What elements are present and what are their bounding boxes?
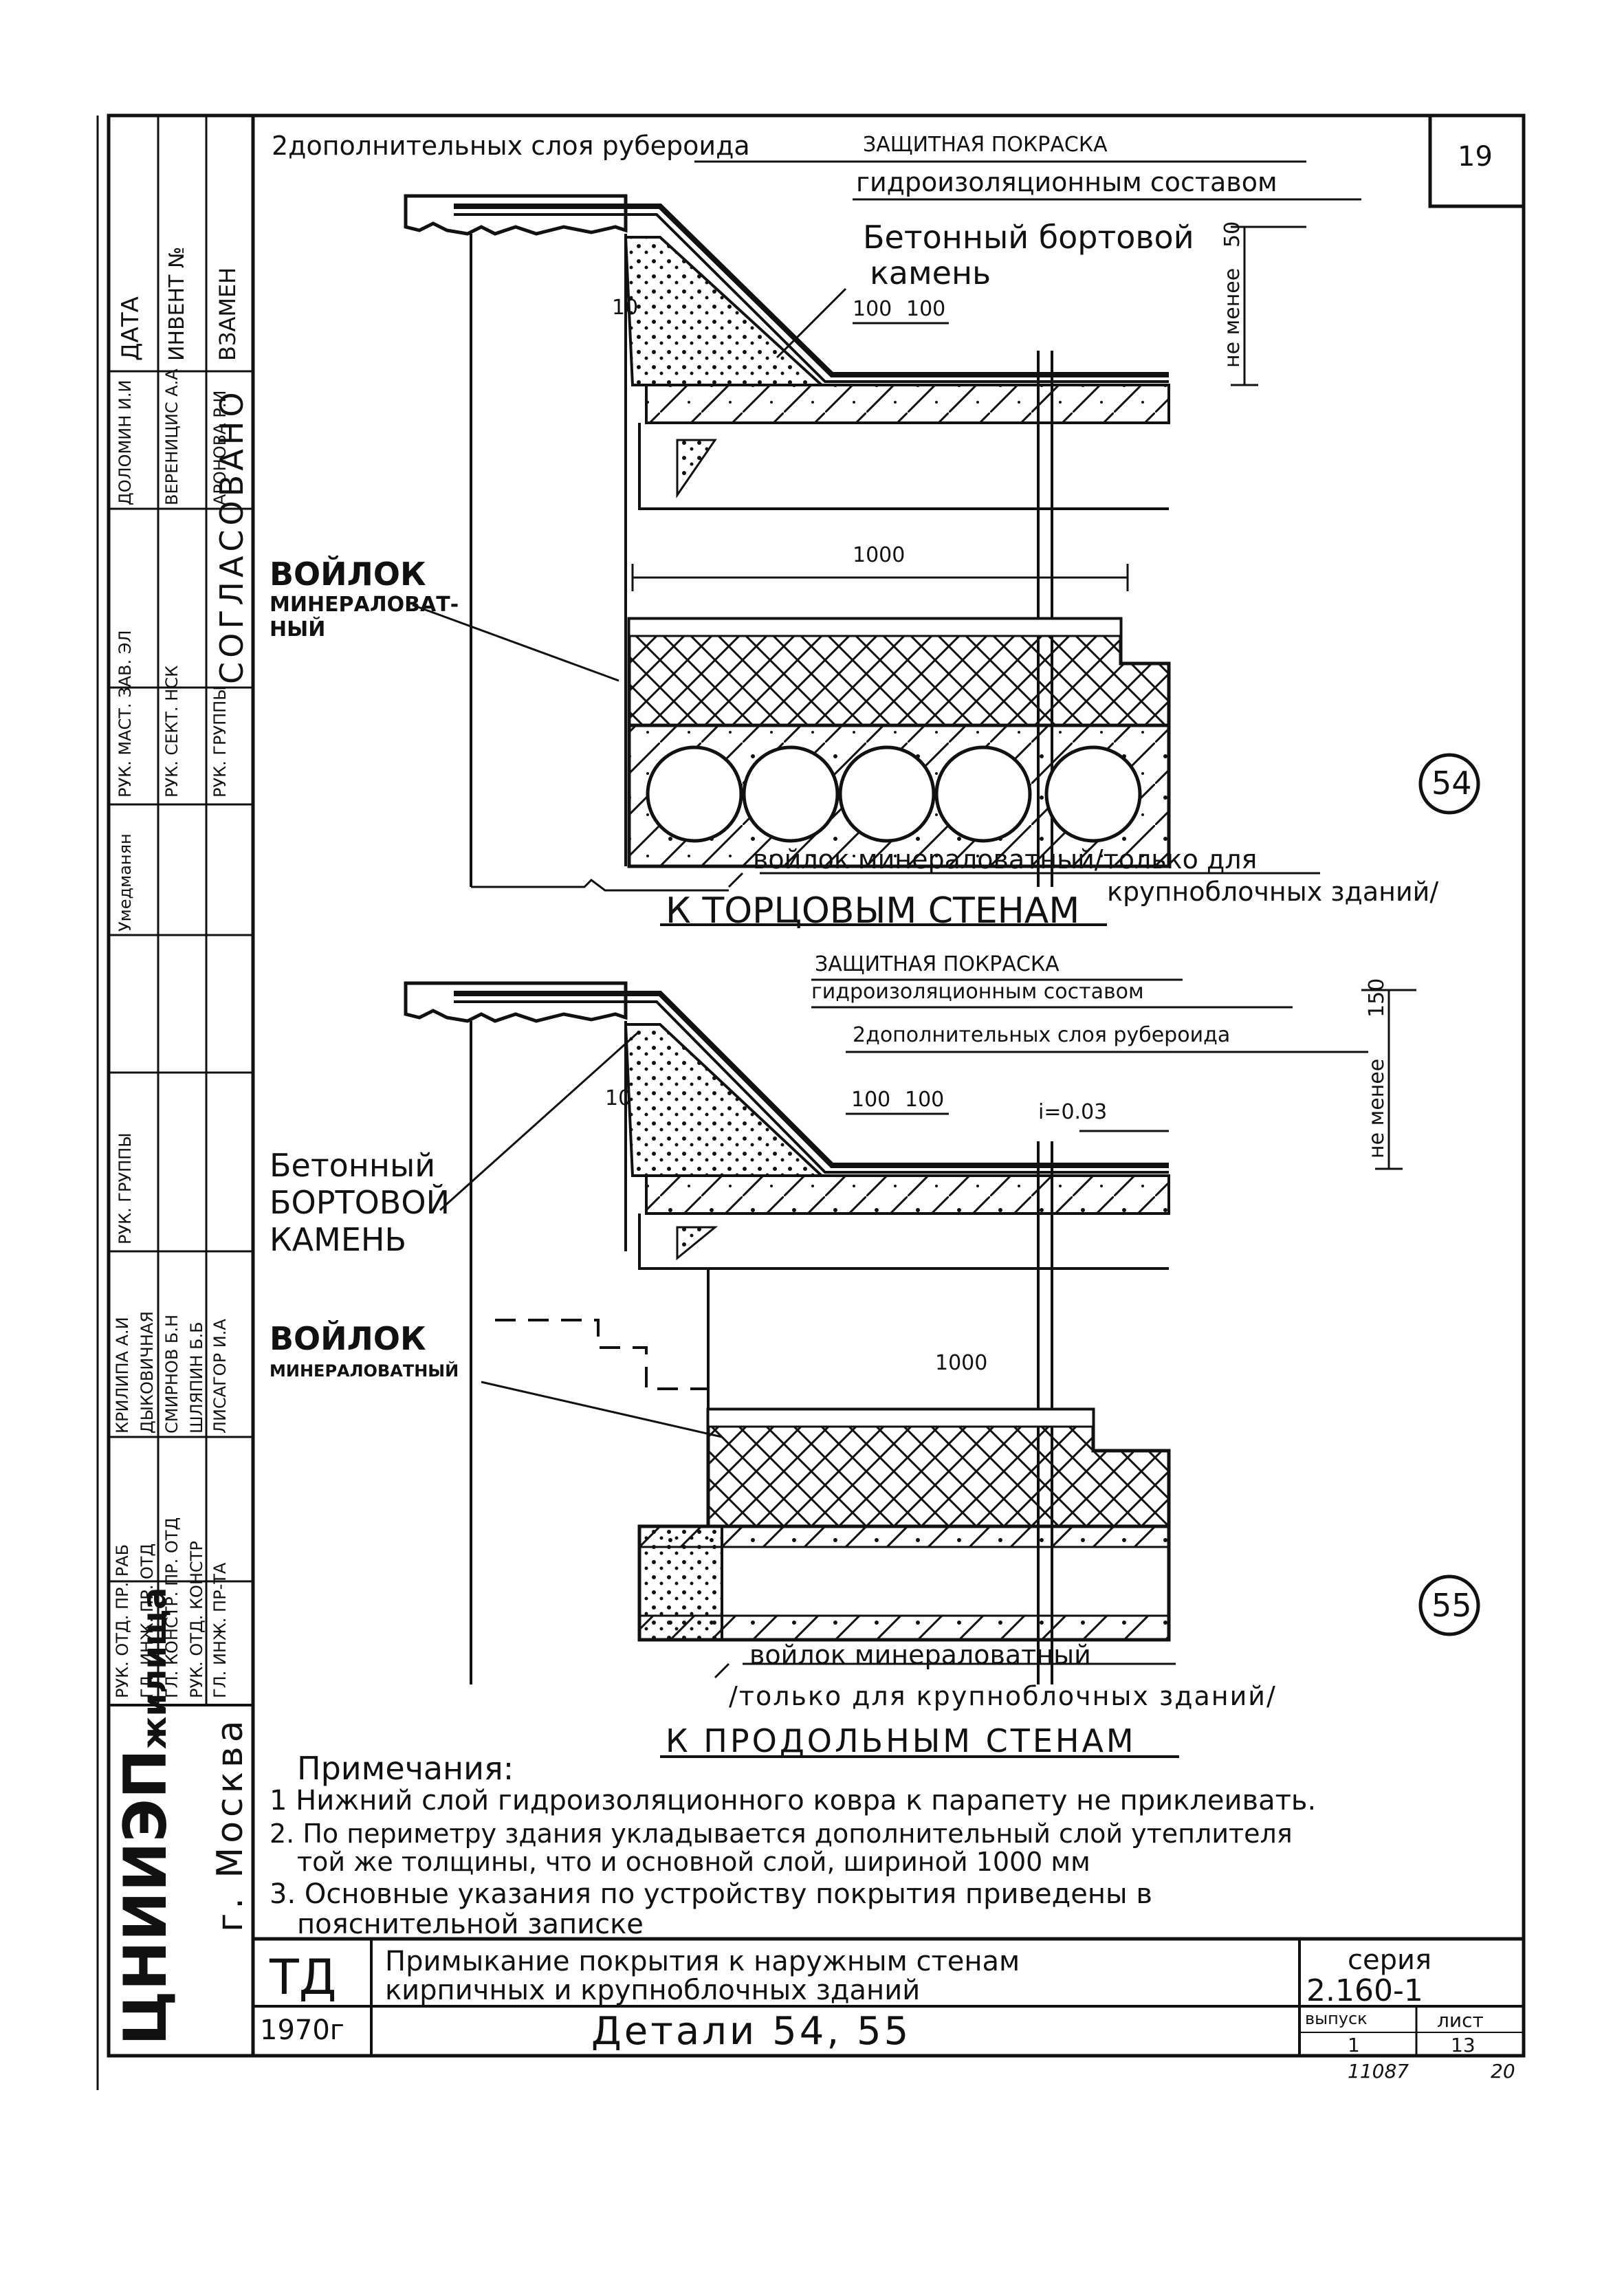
role-top-2: РУК. СЕКТ. НСК: [162, 665, 182, 798]
d54-stone-label-1: Бетонный бортовой: [863, 219, 1194, 256]
note-3: 3. Основные указания по устройству покры…: [270, 1878, 1152, 1910]
note-3-cont: пояснительной записке: [297, 1909, 644, 1940]
role-bottom-3: ГЛ. КОНСТР. ПР. ОТД: [162, 1517, 182, 1698]
archive-suffix: 20: [1491, 2060, 1515, 2083]
d54-bottom-felt-2: крупноблочных зданий/: [1107, 877, 1439, 907]
col-replace: ВЗАМЕН: [215, 267, 241, 361]
detail-54-circle: [1418, 753, 1480, 815]
name-top-2: ВЕРЕНИЦИС А.А: [162, 369, 182, 505]
d55-stone-label-3: КАМЕНЬ: [270, 1221, 407, 1258]
mid-name: Умедманян: [116, 833, 135, 932]
series-label: серия: [1348, 1944, 1432, 1976]
details-subtitle: Детали 54, 55: [591, 2009, 912, 2054]
d54-paint-label-2: гидроизоляционным составом: [856, 167, 1277, 197]
series-value: 2.160-1: [1306, 1973, 1423, 2008]
d55-note-min: не менее: [1365, 1058, 1389, 1159]
d54-ruberoid-label: 2дополнительных слоя рубероида: [272, 131, 750, 161]
d55-dim-100a: 100: [851, 1088, 891, 1112]
title-line-2: кирпичных и крупноблочных зданий: [385, 1975, 921, 2006]
col-invent: ИНВЕНТ №: [165, 246, 189, 361]
role-group: РУК. ГРУППЫ: [116, 1132, 135, 1244]
d55-bottom-felt-2: /только для крупноблочных зданий/: [729, 1681, 1277, 1711]
role-bottom-2: ГЛ. ИНЖ. ПР. ОТД: [138, 1543, 157, 1698]
sheet-frame: [107, 113, 1526, 2058]
title-line-1: Примыкание покрытия к наружным стенам: [385, 1946, 1020, 1977]
detail-55-circle: [1418, 1574, 1480, 1636]
d55-slope: i=0.03: [1038, 1100, 1108, 1124]
d55-felt-label-2: МИНЕРАЛОВАТНЫЙ: [270, 1361, 459, 1381]
d54-felt-label-2: МИНЕРАЛОВАТ-: [270, 593, 459, 617]
issue-label: выпуск: [1305, 2009, 1368, 2028]
role-bottom-1: РУК. ОТД. ПР. РАБ: [113, 1544, 132, 1698]
d54-felt-label-1: ВОЙЛОК: [270, 556, 426, 593]
d54-note-min: не менее: [1220, 267, 1244, 368]
notes-header: Примечания:: [297, 1750, 514, 1787]
detail-54-drawing: [404, 160, 1480, 926]
d55-paint-label-1: ЗАЩИТНАЯ ПОКРАСКА: [815, 952, 1060, 976]
d55-title: К ПРОДОЛЬНЫМ СТЕНАМ: [666, 1722, 1137, 1759]
d54-bottom-felt-1: войлок минераловатный/только для: [753, 844, 1258, 875]
d54-felt-label-3: НЫЙ: [270, 617, 326, 641]
d54-title: К ТОРЦОВЫМ СТЕНАМ: [666, 890, 1080, 932]
note-2-cont: той же толщины, что и основной слой, шир…: [297, 1847, 1090, 1877]
name-bottom-5: ЛИСАГОР И.А: [210, 1319, 230, 1434]
role-top-3: РУК. ГРУППЫ: [210, 685, 230, 798]
d55-paint-label-2: гидроизоляционным составом: [811, 980, 1144, 1004]
d54-dim-100b: 100: [906, 297, 946, 321]
note-2: 2. По периметру здания укладывается допо…: [270, 1819, 1293, 1849]
detail-55-drawing: [404, 978, 1480, 1758]
d55-number: 55: [1431, 1587, 1472, 1624]
archive-number: 11087: [1348, 2060, 1409, 2083]
d54-paint-label-1: ЗАЩИТНАЯ ПОКРАСКА: [863, 133, 1108, 157]
name-top-3: АРОНОВА Р.И: [210, 390, 230, 505]
d55-stone-label-2: БОРТОВОЙ: [270, 1184, 450, 1221]
name-bottom-3: СМИРНОВ Б.Н: [162, 1314, 182, 1434]
col-date: ДАТА: [117, 296, 144, 361]
d54-dim-1000: 1000: [853, 543, 906, 567]
issue-value: 1: [1348, 2034, 1360, 2056]
city-label: г. Москва: [210, 1716, 251, 1932]
year: 1970г: [260, 2014, 344, 2046]
d55-bottom-felt-1: войлок минераловатный: [749, 1640, 1091, 1670]
d55-dim-100b: 100: [905, 1088, 945, 1112]
name-bottom-4: ШЛЯПИН Б.Б: [187, 1321, 206, 1434]
name-bottom-1: КРИЛИПА А.И: [113, 1317, 132, 1434]
sheet-value: 13: [1451, 2034, 1475, 2056]
d54-dim-100a: 100: [853, 297, 892, 321]
d54-dim-10: 10: [612, 296, 639, 320]
d55-dim-10: 10: [605, 1086, 632, 1110]
d54-number: 54: [1431, 765, 1472, 802]
d54-dim-50: 50: [1220, 221, 1244, 248]
name-top-1: ДОЛОМИН И.И: [116, 380, 135, 505]
d54-stone-label-2: камень: [870, 254, 991, 292]
d55-ruberoid-label: 2дополнительных слоя рубероида: [853, 1023, 1231, 1047]
note-1: 1 Нижний слой гидроизоляционного ковра к…: [270, 1785, 1317, 1816]
sheet-label: лист: [1437, 2009, 1484, 2032]
d55-dim-1000: 1000: [935, 1351, 988, 1375]
page-number: 19: [1458, 141, 1493, 173]
role-bottom-5: ГЛ. ИНЖ. ПР-ТА: [210, 1562, 230, 1698]
role-top-1: РУК. МАСТ. ЗАВ. ЭЛ: [116, 630, 135, 798]
d55-dim-150: 150: [1365, 978, 1389, 1018]
d55-stone-label-1: Бетонный: [270, 1147, 436, 1184]
name-bottom-2: ДЫКОВИЧНАЯ: [138, 1311, 157, 1434]
stamp-code: ТД: [270, 1949, 337, 2006]
role-bottom-4: РУК. ОТД. КОНСТР: [187, 1541, 206, 1698]
d55-felt-label-1: ВОЙЛОК: [270, 1320, 426, 1357]
